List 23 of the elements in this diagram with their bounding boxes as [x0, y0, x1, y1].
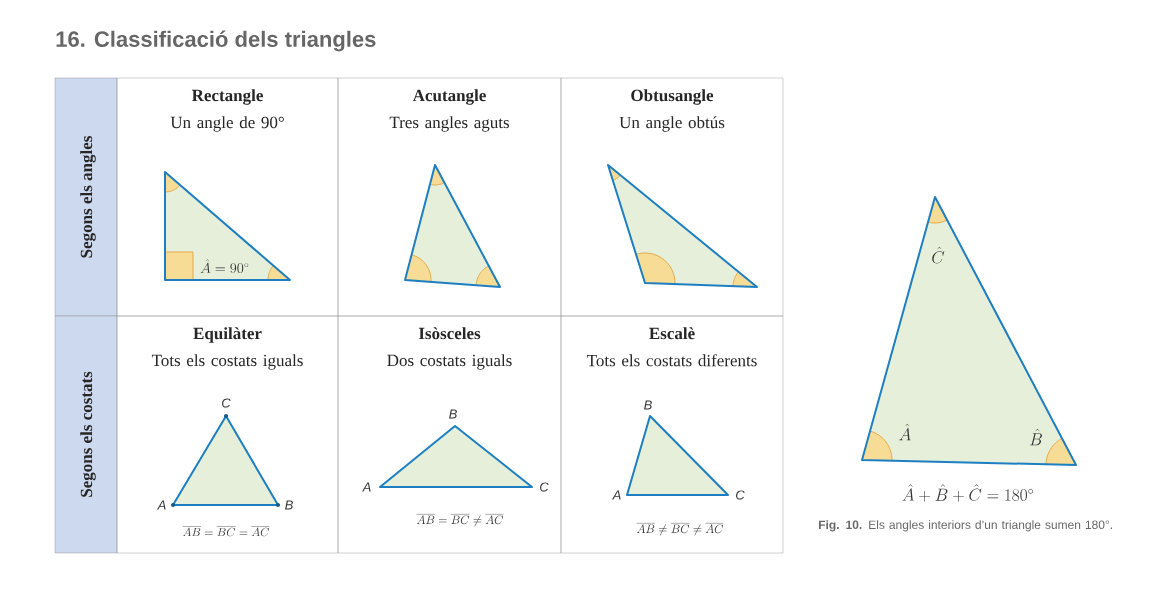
row-header: Segons els angles: [54, 77, 118, 317]
formula: $\hat{A}$: [899, 423, 911, 441]
formula: $\hat{A} = 90^{\circ}$: [200, 259, 249, 274]
row-header: Segons els costats: [54, 315, 118, 554]
table-cell: Obtusangle Un angle obtús: [560, 77, 784, 317]
vertex-label: A: [157, 500, 166, 510]
vertex-label: B: [644, 400, 652, 410]
formula: $\hat{C}$: [932, 246, 945, 264]
vertex-label: C: [222, 398, 231, 408]
vertex-label: B: [285, 500, 293, 510]
caption: Fig. 10. Els angles interiors d’un triangle sumen 180°.: [819, 520, 1112, 532]
formula: $\overline{AB} = \overline{BC} \neq \overline{AC}$: [416, 514, 504, 527]
vertex-label: C: [540, 482, 549, 492]
formula: $\overline{AB} \neq \overline{BC} \neq \overline{AC}$: [636, 523, 724, 536]
vertex-label: A: [612, 490, 621, 500]
table-cell: Acutangle Tres angles aguts: [337, 77, 562, 317]
vertex-label: A: [362, 482, 371, 492]
formula: $\overline{AB} = \overline{BC} = \overline{AC}$: [182, 526, 270, 537]
vertex-label: C: [736, 490, 745, 500]
formula: $\hat{B}$: [1029, 428, 1042, 446]
vertex-label: B: [449, 409, 457, 419]
title: 16. Classificació dels triangles: [56, 30, 376, 52]
formula: $\hat{A} + \hat{B} + \hat{C} = 180^{\circ}$: [902, 484, 1033, 502]
